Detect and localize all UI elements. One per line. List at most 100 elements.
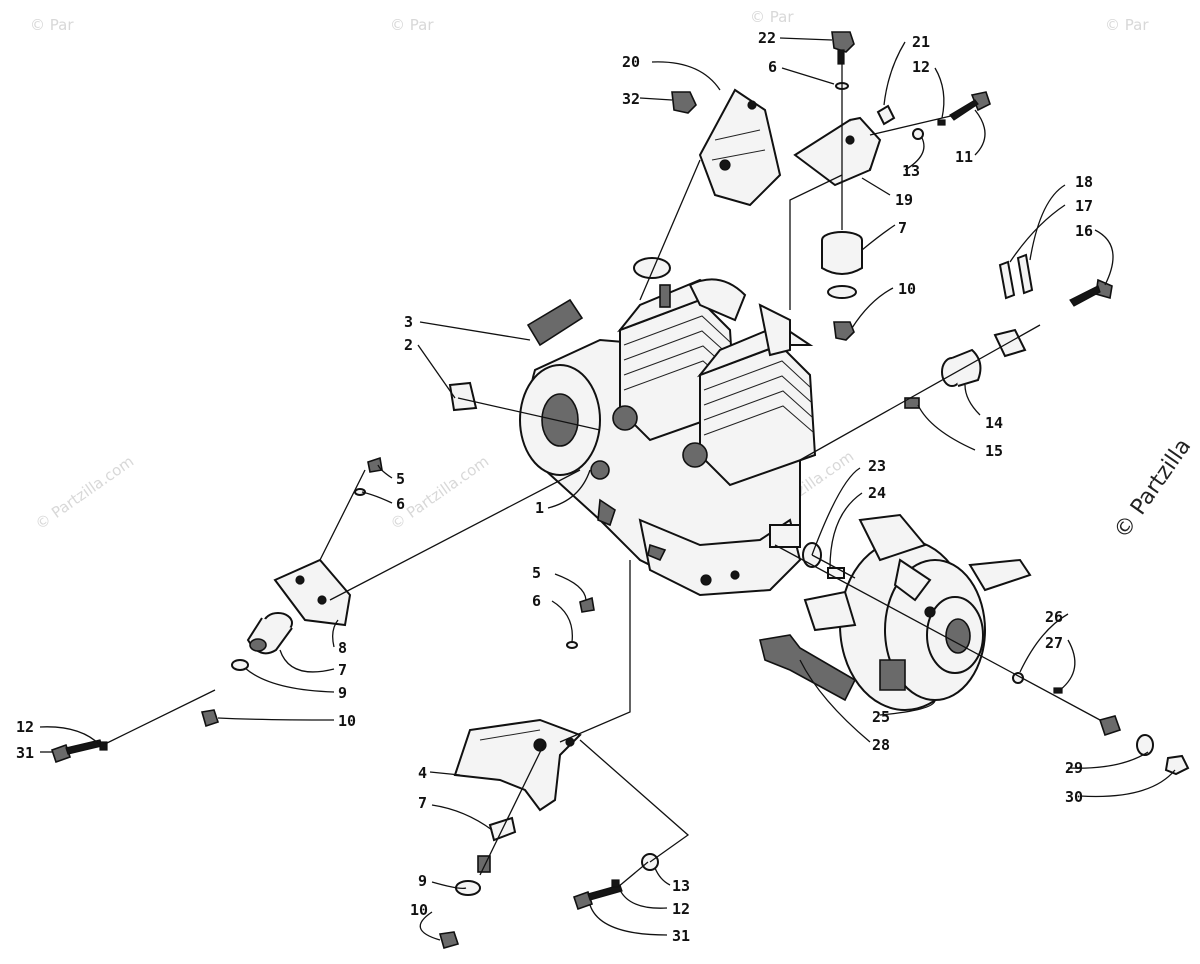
bottom-drop-line: [559, 560, 631, 743]
callout-32: 32: [622, 90, 640, 108]
part-7-mount-left: [246, 612, 293, 655]
part-29-bolt: [1098, 715, 1154, 756]
part-11-bolt: [949, 91, 991, 121]
part-spacer: [993, 328, 1027, 358]
callout-5: 5: [532, 564, 541, 582]
left-bolt-line: [104, 689, 216, 745]
part-9-washer-left: [231, 659, 249, 671]
part-6-washer-left: [354, 488, 366, 496]
callout-29: 29: [1065, 759, 1083, 777]
part-31-bolt-bottom: [572, 884, 623, 911]
callout-6: 6: [396, 495, 405, 513]
callout-12: 12: [16, 718, 34, 736]
callout-4: 4: [418, 764, 427, 782]
part-30-nut: [1164, 754, 1190, 776]
part-12-lockwasher-bottom: [611, 879, 620, 888]
part-15-spring: [904, 397, 920, 409]
watermark-diagonal: © Partzilla.com: [32, 452, 137, 533]
callout-9: 9: [338, 684, 347, 702]
left-axis-line: [329, 469, 581, 601]
callout-13: 13: [902, 162, 920, 180]
engine-assembly: [519, 257, 817, 597]
callout-14: 14: [985, 414, 1003, 432]
callout-8: 8: [338, 639, 347, 657]
callout-13: 13: [672, 877, 690, 895]
callout-26: 26: [1045, 608, 1063, 626]
bottom-vert-line: [479, 741, 546, 876]
callout-7: 7: [898, 219, 907, 237]
top-mount-line: [789, 174, 843, 310]
part-3-strip: [526, 298, 584, 347]
callout-22: 22: [758, 29, 776, 47]
part-6-washer-bottom: [566, 641, 578, 649]
part-32-nut: [671, 91, 697, 114]
part-21-clip: [876, 104, 896, 126]
callout-31: 31: [16, 744, 34, 762]
watermark-corner: © Par: [390, 16, 434, 34]
bottom-side-line: [579, 739, 690, 863]
part-10-nut: [833, 321, 855, 341]
mount-axis-line: [799, 324, 1041, 461]
callout-9: 9: [418, 872, 427, 890]
part-4-mount-bracket: [453, 718, 582, 812]
part-10-nut-left: [200, 709, 220, 728]
callout-25: 25: [872, 708, 890, 726]
callout-17: 17: [1075, 197, 1093, 215]
part-10-nut-bottom: [438, 931, 460, 949]
callout-3: 3: [404, 313, 413, 331]
part-7-mount-top: [821, 231, 863, 299]
part-14-bushing: [941, 348, 982, 387]
watermark-corner: © Par: [30, 16, 74, 34]
callout-27: 27: [1045, 634, 1063, 652]
callout-28: 28: [872, 736, 890, 754]
callout-11: 11: [955, 148, 973, 166]
watermark-corner: © Par: [1105, 16, 1149, 34]
part-28-clutch-weight: [759, 634, 857, 702]
callout-6: 6: [532, 592, 541, 610]
plate-line: [639, 159, 701, 301]
part-27-lockwasher: [1053, 687, 1063, 694]
part-20-plate: [698, 88, 782, 207]
callout-labels: 20 32 22 6 21 12 11 13 19 7 10 18 17 16 …: [16, 29, 1093, 945]
part-31-bolt-left: [50, 739, 103, 764]
part-17-18-clips: [998, 253, 1034, 300]
callout-24: 24: [868, 484, 886, 502]
part-8-mount-bracket: [273, 558, 352, 627]
crank-axis-line: [774, 544, 1101, 721]
part-12-lockwasher: [937, 119, 946, 126]
left-vert-line: [319, 469, 366, 561]
part-7-mount-bottom: [477, 816, 517, 873]
callout-6: 6: [768, 58, 777, 76]
callout-15: 15: [985, 442, 1003, 460]
watermark-corner: © Par: [750, 8, 794, 26]
callout-31: 31: [672, 927, 690, 945]
bottom-bolt-line: [617, 861, 649, 888]
part-12-lockwasher-left: [99, 741, 108, 751]
part-13-washer: [912, 128, 924, 140]
clutch-line: [811, 554, 856, 579]
callout-1: 1: [535, 499, 544, 517]
callout-12: 12: [912, 58, 930, 76]
part-5-bolt-bottom: [579, 596, 595, 613]
callout-18: 18: [1075, 173, 1093, 191]
part-24-key: [827, 567, 845, 579]
part-2-pad: [448, 381, 478, 412]
part-5-bolt-left: [367, 456, 383, 473]
watermark-edge: © Partzilla: [1109, 434, 1196, 543]
part-16-bolt: [1069, 278, 1113, 307]
top-side-line: [869, 114, 956, 136]
callout-20: 20: [622, 53, 640, 71]
callout-10: 10: [410, 901, 428, 919]
callout-19: 19: [895, 191, 913, 209]
callout-7: 7: [418, 794, 427, 812]
watermark-diagonal: © Partzilla.com: [387, 452, 492, 533]
callout-30: 30: [1065, 788, 1083, 806]
callout-5: 5: [396, 470, 405, 488]
leader-lines: [39, 37, 1176, 941]
part-22-bolt: [831, 31, 855, 65]
callout-21: 21: [912, 33, 930, 51]
part-25-clutch: [803, 513, 1032, 711]
callout-10: 10: [898, 280, 916, 298]
part-19-bracket: [793, 116, 882, 187]
